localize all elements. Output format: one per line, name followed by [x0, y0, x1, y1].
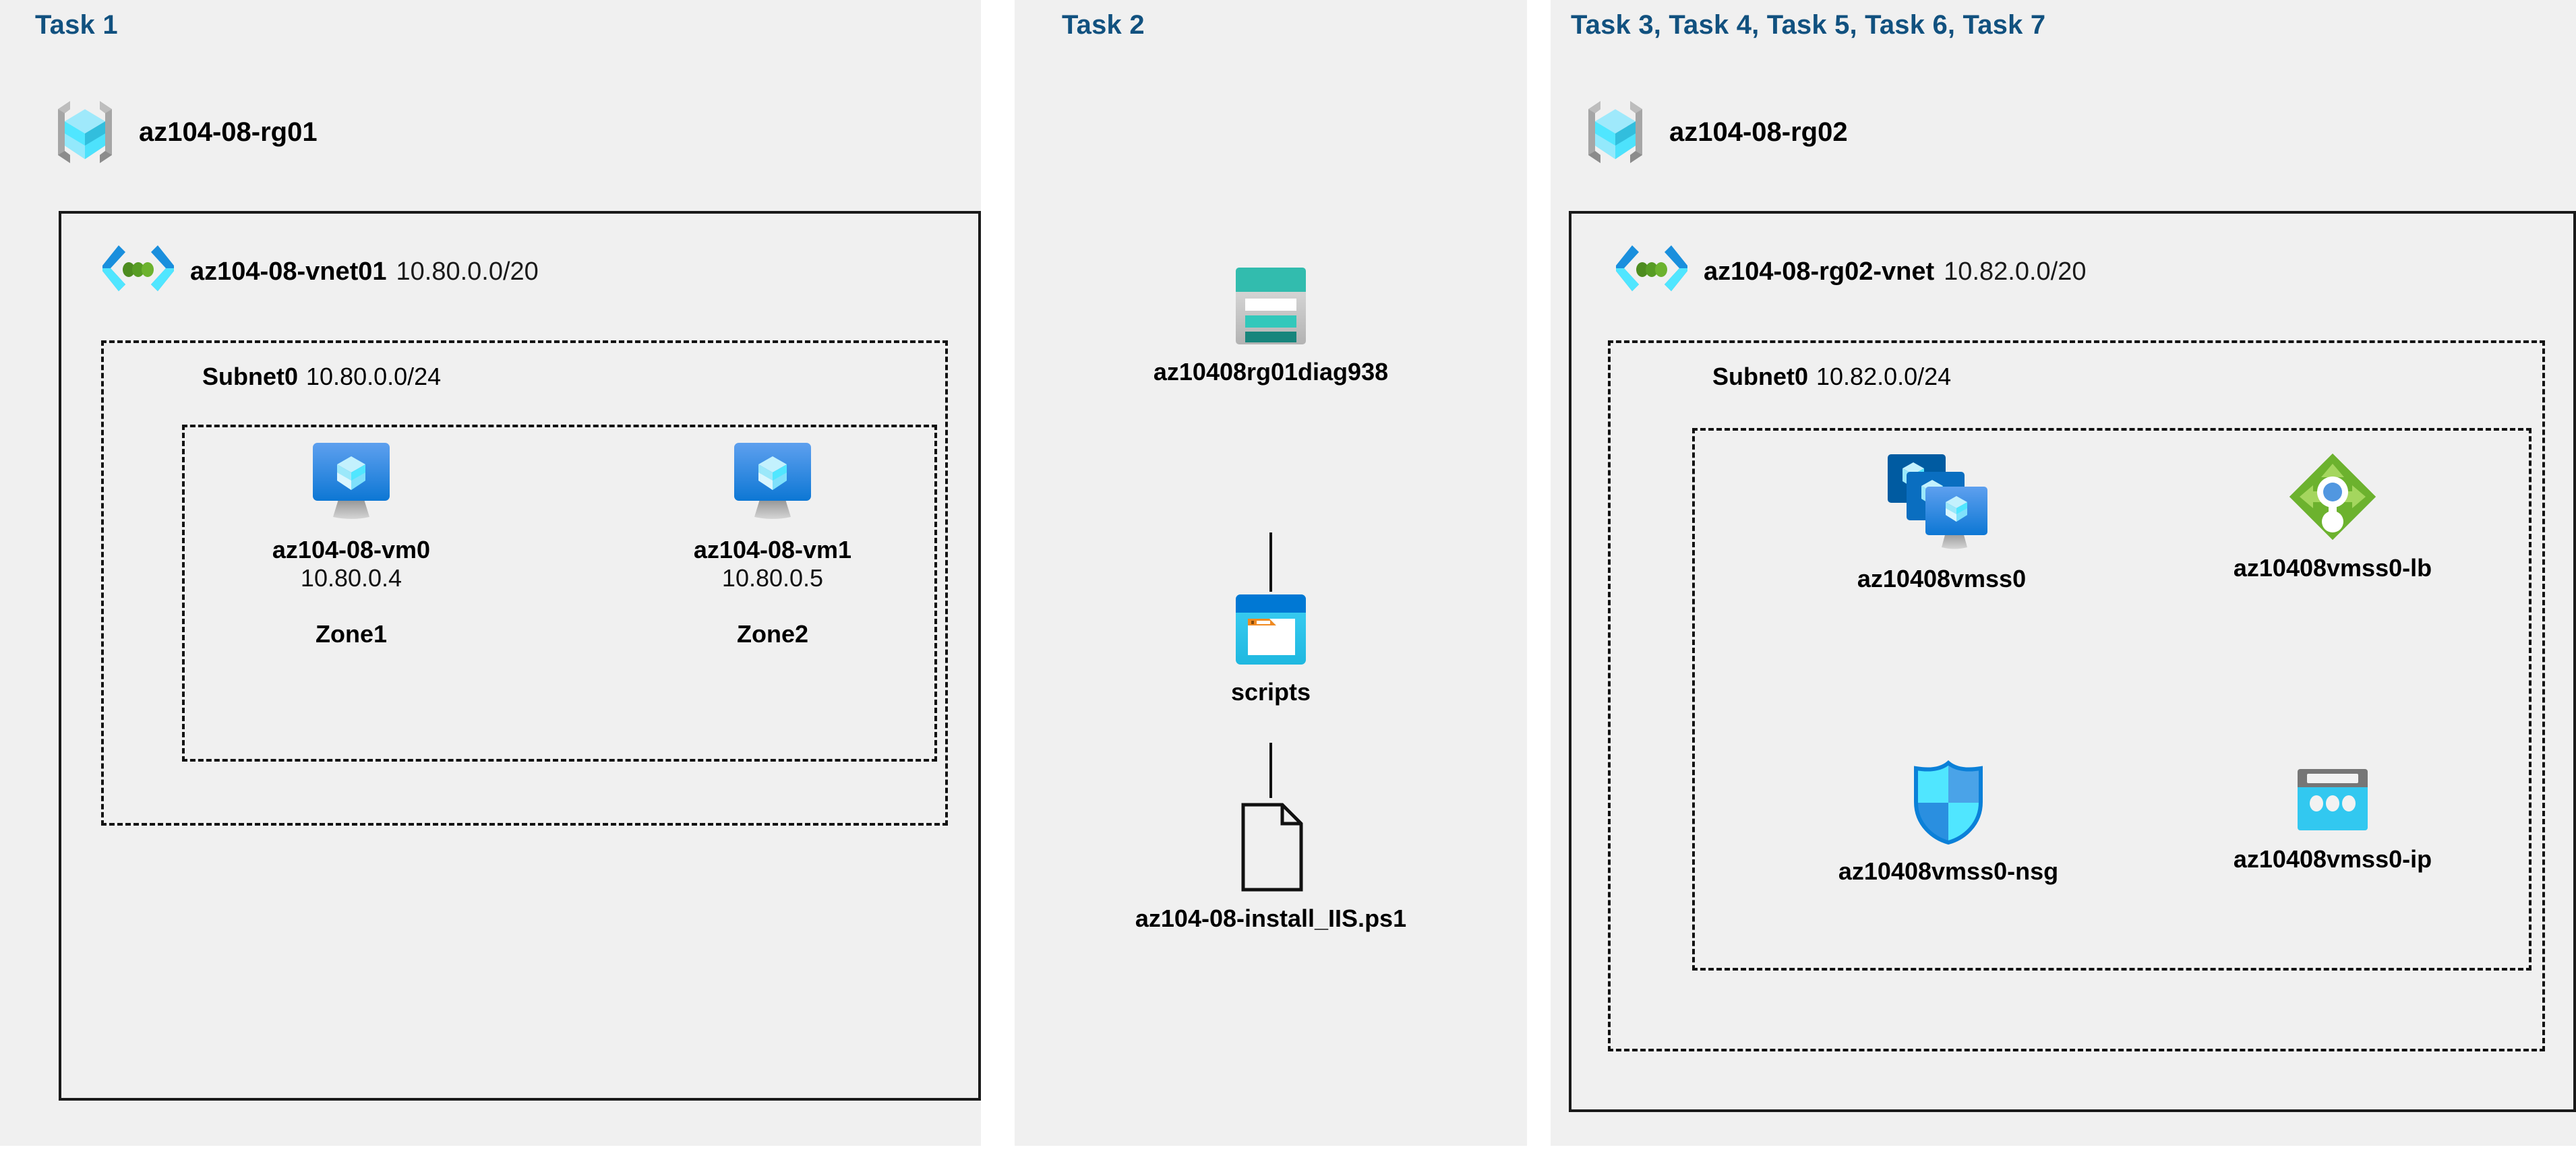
vm-name: az104-08-vm0	[272, 536, 431, 563]
load-balancer-name: az10408vmss0-lb	[2233, 554, 2432, 582]
virtual-network-icon	[1615, 243, 1689, 301]
vnet-name: az104-08-vnet01	[190, 257, 387, 286]
node-script-file[interactable]: az104-08-install_IIS.ps1	[1135, 802, 1406, 933]
vm-ip: 10.80.0.4	[300, 564, 402, 592]
task-label-task2: Task 2	[1062, 10, 1145, 40]
subnet-name: Subnet0	[202, 363, 299, 390]
node-vm1[interactable]: az104-08-vm1 10.80.0.5 Zone2	[665, 441, 880, 648]
task-label-task1: Task 1	[35, 10, 118, 40]
public-ip-address-icon	[2296, 768, 2369, 833]
resource-group-icon	[1578, 94, 1653, 170]
task-panel-task1	[0, 0, 981, 1146]
vnet-name: az104-08-rg02-vnet	[1704, 257, 1935, 286]
vm-name: az104-08-vm1	[693, 536, 852, 563]
blob-container-name: scripts	[1230, 678, 1311, 706]
virtual-network-rg02-vnet: az104-08-rg02-vnet 10.82.0.0/20	[1615, 243, 2086, 301]
virtual-network-vnet01: az104-08-vnet01 10.80.0.0/20	[101, 243, 539, 301]
vmss-name: az10408vmss0	[1857, 565, 2027, 592]
node-public-ip[interactable]: az10408vmss0-ip	[2205, 768, 2461, 873]
load-balancer-icon	[2287, 452, 2378, 542]
node-load-balancer[interactable]: az10408vmss0-lb	[2205, 452, 2461, 582]
virtual-machine-icon	[311, 441, 391, 524]
file-name: az104-08-install_IIS.ps1	[1135, 904, 1407, 932]
vnet-boundary-rg02-vnet	[1569, 211, 2576, 1112]
subnet-boundary-subnet0-task3	[1608, 340, 2545, 1051]
vm-ip: 10.80.0.5	[721, 564, 824, 592]
subnet-cidr: 10.80.0.0/24	[306, 363, 442, 390]
file-icon	[1234, 802, 1308, 892]
resource-group-name: az104-08-rg02	[1669, 117, 1848, 147]
task-label-task3: Task 3, Task 4, Task 5, Task 6, Task 7	[1571, 10, 2046, 40]
node-vmss[interactable]: az10408vmss0	[1820, 452, 2063, 593]
subnet-label-task3: Subnet0 10.82.0.0/24	[1712, 363, 1951, 391]
node-vm0[interactable]: az104-08-vm0 10.80.0.4 Zone1	[243, 441, 459, 648]
subnet-cidr: 10.82.0.0/24	[1816, 363, 1952, 390]
vnet-cidr: 10.80.0.0/20	[396, 257, 539, 286]
vnet-cidr: 10.82.0.0/20	[1944, 257, 2087, 286]
storage-account-name: az10408rg01diag938	[1153, 358, 1389, 386]
node-storage-account[interactable]: az10408rg01diag938	[1154, 266, 1388, 386]
node-blob-container[interactable]: scripts	[1163, 593, 1379, 706]
task-panel-task3	[1551, 0, 2576, 1146]
resource-group-icon	[47, 94, 123, 170]
subnet-label-task1: Subnet0 10.80.0.0/24	[202, 363, 441, 391]
vnet-boundary-vnet01	[59, 211, 981, 1101]
connector-storage-to-container	[1269, 532, 1272, 592]
public-ip-name: az10408vmss0-ip	[2233, 845, 2432, 873]
vm-scale-set-icon	[1885, 452, 1998, 553]
resource-group-rg01: az104-08-rg01	[47, 94, 318, 170]
vm-zone: Zone2	[736, 619, 808, 648]
node-nsg[interactable]: az10408vmss0-nsg	[1820, 760, 2076, 886]
resource-group-rg02: az104-08-rg02	[1578, 94, 1848, 170]
resource-group-name: az104-08-rg01	[139, 117, 318, 147]
blob-container-icon	[1234, 593, 1307, 666]
virtual-machine-icon	[733, 441, 812, 524]
storage-account-icon	[1234, 266, 1307, 346]
vmss-resources-boundary	[1692, 428, 2532, 971]
connector-container-to-file	[1269, 743, 1272, 798]
availability-zone-boundary	[182, 425, 937, 762]
subnet-name: Subnet0	[1712, 363, 1809, 390]
subnet-boundary-subnet0-task1	[101, 340, 948, 826]
vm-zone: Zone1	[315, 619, 387, 648]
nsg-name: az10408vmss0-nsg	[1838, 857, 2059, 885]
virtual-network-icon	[101, 243, 175, 301]
network-security-group-icon	[1911, 760, 1986, 845]
